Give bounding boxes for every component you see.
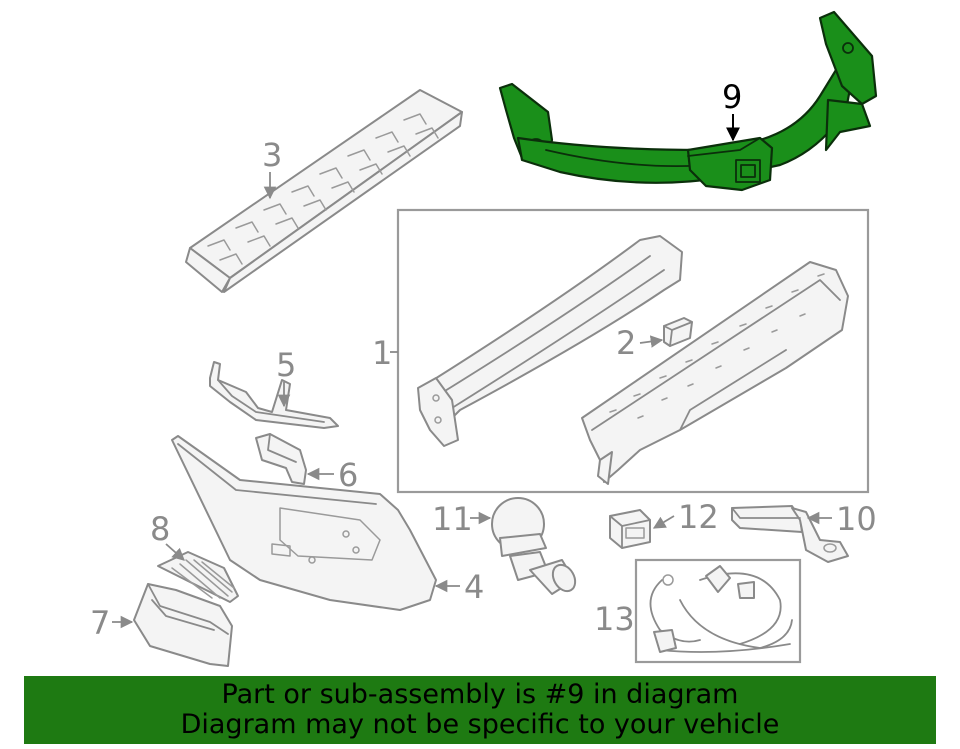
clip-part-2[interactable] — [663, 317, 693, 347]
callout-13: 13 — [594, 600, 635, 638]
hitch-ball-part-11[interactable] — [491, 497, 580, 595]
callout-2: 2 — [616, 324, 636, 362]
assembly-box-part-1 — [396, 208, 870, 494]
wiring-harness-part-13[interactable] — [649, 565, 793, 653]
side-panel-part-4[interactable] — [171, 435, 437, 611]
callout-6: 6 — [338, 456, 358, 494]
cover-part-7[interactable] — [133, 583, 233, 667]
step-pad-part-3[interactable] — [185, 89, 463, 293]
notice-line-1: Part or sub-assembly is #9 in diagram — [221, 679, 739, 710]
bracket-part-5[interactable] — [209, 361, 339, 429]
callout-3: 3 — [262, 136, 282, 174]
bumper-reinforcement[interactable] — [417, 235, 683, 447]
callout-5: 5 — [276, 346, 296, 384]
notice-line-2: Diagram may not be specific to your vehi… — [180, 709, 780, 740]
bumper-cover[interactable] — [581, 261, 849, 485]
callout-11: 11 — [432, 500, 473, 538]
callout-2-arrow — [639, 335, 664, 348]
callout-1: 1 — [372, 334, 392, 372]
harness-box-part-13 — [634, 558, 802, 664]
connector-part-12[interactable] — [609, 509, 651, 549]
callout-12-arrow — [652, 515, 675, 529]
callout-12: 12 — [678, 498, 719, 536]
notice-banner: Part or sub-assembly is #9 in diagram Di… — [24, 676, 936, 744]
callout-7: 7 — [90, 604, 110, 642]
trailer-hitch-part-9[interactable] — [498, 10, 878, 192]
callout-9: 9 — [722, 78, 742, 116]
callout-4: 4 — [464, 568, 484, 606]
callout-8: 8 — [150, 510, 170, 548]
bracket-part-6[interactable] — [255, 433, 307, 485]
callout-8-arrow — [165, 543, 185, 561]
ball-mount-part-10[interactable] — [731, 505, 849, 563]
callout-10: 10 — [836, 500, 877, 538]
